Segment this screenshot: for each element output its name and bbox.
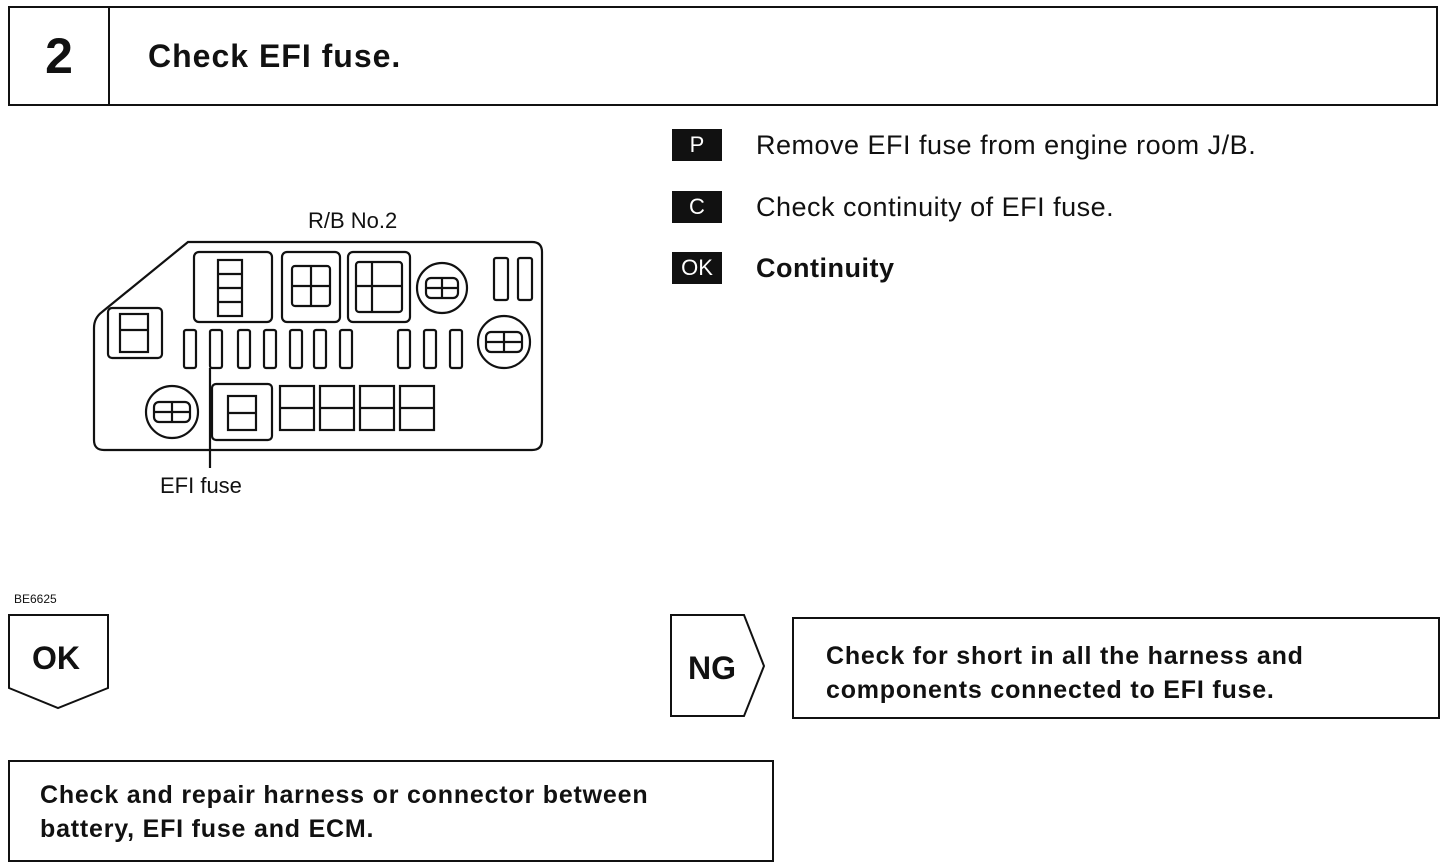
step-number: 2 bbox=[10, 8, 110, 104]
ok-arrow-label: OK bbox=[32, 640, 80, 676]
ok-arrow: OK bbox=[8, 614, 110, 710]
check-badge: C bbox=[672, 191, 722, 223]
ok-result-box: Check and repair harness or connector be… bbox=[8, 760, 774, 862]
ok-result-line-1: Check and repair harness or connector be… bbox=[40, 781, 649, 809]
ok-result-line-2: battery, EFI fuse and ECM. bbox=[40, 815, 375, 843]
procedure-badge: P bbox=[672, 129, 722, 161]
step-title: Check EFI fuse. bbox=[148, 38, 402, 74]
ng-result-box: Check for short in all the harness and c… bbox=[792, 617, 1440, 719]
ng-arrow-shape bbox=[670, 614, 766, 717]
relay-block-drawing bbox=[92, 240, 544, 468]
ng-result-line-1: Check for short in all the harness and bbox=[826, 642, 1304, 670]
step-header: 2 Check EFI fuse. bbox=[8, 6, 1438, 106]
relay-block-diagram: R/B No.2 EFI fuse bbox=[80, 200, 560, 500]
procedure-text: Remove EFI fuse from engine room J/B. bbox=[756, 129, 1257, 160]
instruction-procedure: P Remove EFI fuse from engine room J/B. bbox=[672, 128, 1256, 162]
figure-code: BE6625 bbox=[14, 592, 57, 606]
instruction-ok: OK Continuity bbox=[672, 251, 894, 285]
instruction-check: C Check continuity of EFI fuse. bbox=[672, 190, 1114, 224]
check-text: Check continuity of EFI fuse. bbox=[756, 191, 1115, 222]
ok-condition-text: Continuity bbox=[756, 252, 895, 283]
ng-arrow-label: NG bbox=[688, 650, 736, 686]
ok-badge: OK bbox=[672, 252, 722, 284]
diagram-title: R/B No.2 bbox=[308, 208, 398, 233]
ok-arrow-shape bbox=[8, 614, 109, 710]
ng-arrow: NG bbox=[670, 614, 766, 718]
efi-fuse-label: EFI fuse bbox=[160, 473, 242, 498]
ng-result-line-2: components connected to EFI fuse. bbox=[826, 676, 1275, 704]
